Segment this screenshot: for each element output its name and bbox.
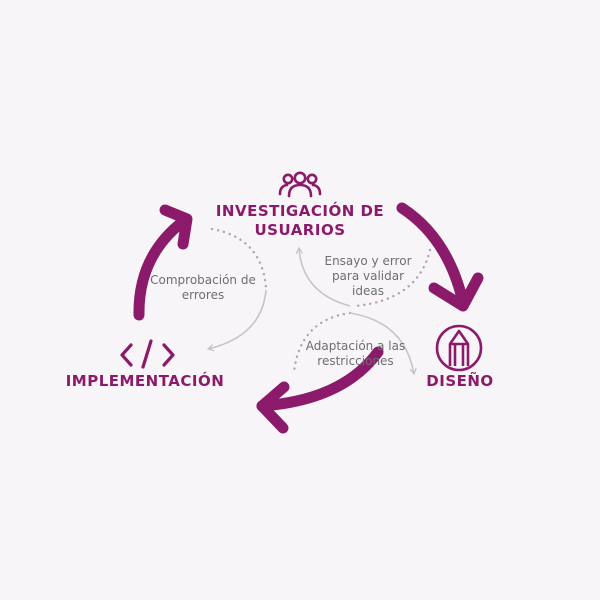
main-cycle-arrows	[133, 202, 484, 434]
users-icon	[278, 171, 322, 198]
design-title: DISEÑO	[426, 372, 494, 390]
code-icon	[120, 339, 175, 369]
note-adaptation: Adaptación a las restricciones	[305, 339, 406, 368]
research-title: INVESTIGACIÓN DE USUARIOS	[215, 202, 385, 239]
feedback-arrow-check	[206, 289, 267, 352]
arrow-design-to-implementation-head	[256, 381, 290, 434]
pencil-circle-icon	[435, 324, 483, 372]
implementation-title: IMPLEMENTACIÓN	[65, 372, 225, 390]
feedback-arrow-trial	[295, 246, 351, 307]
dotted-arc-left	[210, 227, 268, 290]
dotted-arc-bottom	[292, 311, 352, 374]
note-error-check: Comprobación de errores	[150, 273, 256, 302]
arrow-research-to-design	[396, 202, 469, 308]
arrow-implementation-to-research	[133, 214, 191, 321]
arrow-implementation-to-research-head	[159, 204, 193, 250]
arrow-research-to-design-head	[428, 272, 484, 312]
feedback-arrows	[206, 246, 417, 376]
dotted-arcs	[210, 227, 432, 374]
arrow-design-to-implementation	[256, 346, 384, 412]
note-trial-error: Ensayo y error para validar ideas	[324, 254, 412, 298]
feedback-arrow-adapt	[349, 312, 417, 376]
